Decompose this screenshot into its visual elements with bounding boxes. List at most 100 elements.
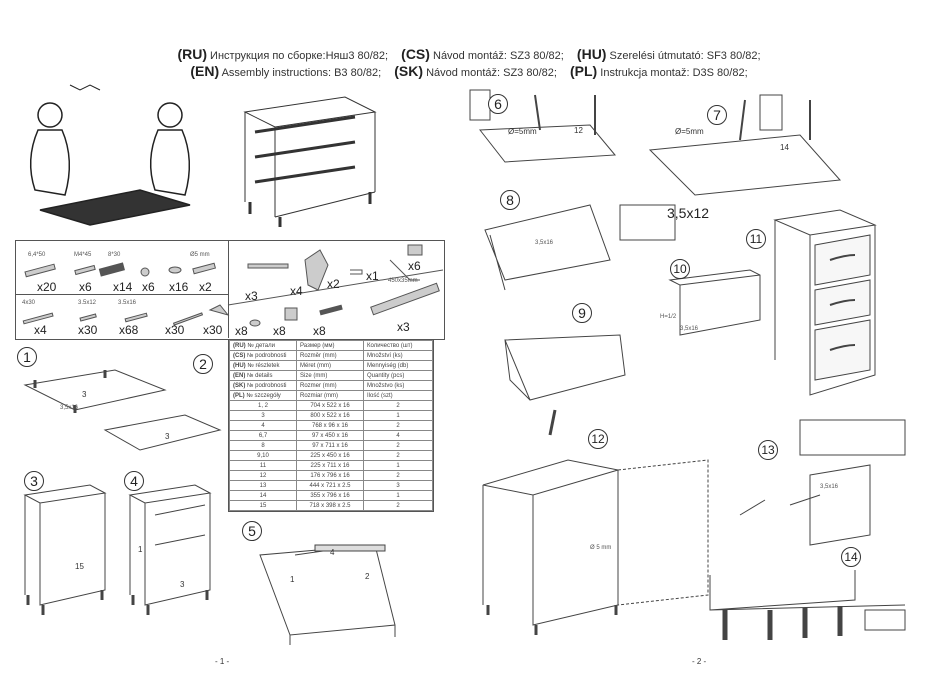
step-number-9: 9 — [572, 303, 592, 323]
hw-count: x30 — [203, 323, 223, 337]
step-number-10: 10 — [670, 259, 690, 279]
part-label: 3 — [82, 390, 87, 399]
hw-label: M4*45 — [74, 252, 92, 258]
hw-count: x6 — [408, 259, 421, 273]
table-cell: 2 — [363, 470, 433, 481]
table-cell: 14 — [229, 490, 297, 501]
part-label: 12 — [574, 126, 583, 135]
hw-label: 450x35mm — [388, 278, 418, 284]
table-cell: 1, 2 — [229, 400, 297, 411]
hw-label: 4x30 — [22, 300, 36, 306]
step-number-2: 2 — [193, 354, 213, 374]
hw-count: x6 — [142, 280, 155, 294]
step9-drawing — [504, 334, 626, 436]
table-cell: 768 x 96 x 16 — [296, 420, 364, 431]
table-cell: 11 — [229, 460, 297, 471]
part-label: 2 — [365, 572, 370, 581]
hw-count: x14 — [113, 280, 133, 294]
hw-label: 6,4*50 — [28, 252, 46, 258]
step8-drawing — [484, 204, 676, 291]
part-label: 4 — [330, 548, 335, 557]
step-number-8: 8 — [500, 190, 520, 210]
step4-drawing — [128, 484, 212, 615]
step13-drawing — [739, 419, 906, 546]
two-people-illustration — [29, 84, 191, 226]
hw-count: x2 — [327, 277, 340, 291]
step10-drawing — [668, 269, 761, 336]
table-cell: 3 — [229, 410, 297, 421]
table-cell: 2 — [363, 420, 433, 431]
hw-count: x8 — [313, 324, 326, 338]
table-cell: 4 — [363, 430, 433, 441]
drill-callout: Ø 5 mm — [590, 545, 612, 551]
hardware-icons — [22, 244, 440, 327]
hw-count: x3 — [245, 289, 258, 303]
hw-label: 8*30 — [108, 252, 121, 258]
hw-count: x20 — [37, 280, 57, 294]
table-cell: 6,7 — [229, 430, 297, 441]
table-cell: 97 x 711 x 16 — [296, 440, 364, 451]
table-cell: 9,10 — [229, 450, 297, 461]
step6-drawing — [469, 89, 617, 163]
step-number-7: 7 — [707, 105, 727, 125]
step-number-13: 13 — [758, 440, 778, 460]
hw-label: Ø5 mm — [190, 252, 210, 258]
step-number-3: 3 — [24, 471, 44, 491]
table-cell: 2 — [363, 450, 433, 461]
hw-label: 3.5x16 — [118, 300, 137, 306]
part-label: 15 — [75, 562, 84, 571]
table-cell: 13 — [229, 480, 297, 491]
step-number-6: 6 — [488, 94, 508, 114]
header-line-2: (EN) Assembly instructions: B3 80/82; (S… — [190, 63, 748, 79]
table-cell: 355 x 796 x 16 — [296, 490, 364, 501]
drill-callout: Ø=5mm — [508, 127, 537, 136]
table-cell: 1 — [363, 410, 433, 421]
hw-count: x3 — [397, 320, 410, 334]
table-cell: 225 x 450 x 16 — [296, 450, 364, 461]
cabinet-overview-illustration — [243, 96, 377, 227]
table-cell: 12 — [229, 470, 297, 481]
hw-count: x8 — [273, 324, 286, 338]
header-line-1: (RU) Инструкция по сборке:Няш3 80/82; (C… — [177, 46, 761, 62]
hw-count: x8 — [235, 324, 248, 338]
table-cell: 444 x 721 x 2.5 — [296, 480, 364, 491]
step12-drawing — [482, 459, 709, 635]
table-cell: 2 — [363, 500, 433, 511]
table-cell: 176 x 796 x 16 — [296, 470, 364, 481]
hw-count: x16 — [169, 280, 189, 294]
table-cell: 718 x 398 x 2.5 — [296, 500, 364, 511]
part-label: 3 — [180, 580, 185, 589]
step-number-4: 4 — [124, 471, 144, 491]
step14-drawing — [709, 570, 906, 640]
part-label: 14 — [780, 143, 789, 152]
drill-callout: Ø=5mm — [675, 127, 704, 136]
hw-count: x30 — [78, 323, 98, 337]
step-number-11: 11 — [746, 229, 766, 249]
table-cell: 2 — [363, 440, 433, 451]
table-cell: 3 — [363, 480, 433, 491]
table-cell: 1 — [363, 460, 433, 471]
table-cell: 225 x 711 x 16 — [296, 460, 364, 471]
table-cell: 2 — [363, 400, 433, 411]
screw-callout: 3,5x16 — [535, 240, 554, 246]
part-label: 1 — [138, 545, 143, 554]
screw-callout: 3,5x12 — [667, 205, 710, 221]
screw-callout: 3,5x16 — [820, 484, 839, 490]
hw-count: x6 — [79, 280, 92, 294]
